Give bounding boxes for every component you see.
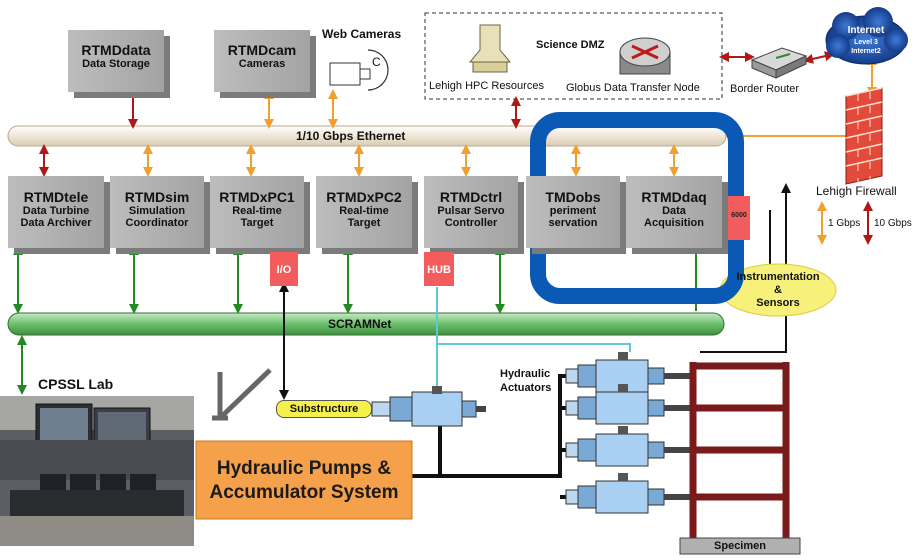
substructure-frame [212,368,272,421]
internet-internet2-label: Internet2 [851,48,881,55]
hpc-icon [468,24,512,73]
firewall-icon [845,87,883,185]
web-cameras-label: Web Cameras [322,27,402,41]
node-rtmdtele: RTMDtele Data Turbine Data Archiver [8,176,104,248]
node-rtmdxpc2: RTMDxPC2 Real-time Target [316,176,412,248]
lab-photo [0,396,194,546]
sensors-label: Sensors [756,297,800,309]
node-title: TMDobs [545,189,601,205]
hub-tag: HUB [424,252,454,286]
node-line1: Real-time [232,205,282,217]
node-title: RTMDsim [124,189,190,205]
legend-1gbps-label: 1 Gbps [828,218,861,229]
node-line1: Data [662,205,686,217]
actuators-label: Hydraulic [500,368,551,380]
node-title: RTMDxPC2 [326,189,402,205]
daq-tag: 6000 [728,196,750,240]
pumps-box [195,440,413,520]
node-title: RTMDdaq [641,189,707,205]
hpc-label: Lehigh HPC Resources [429,80,544,92]
sensor-line [700,183,791,353]
node-line1: Simulation [128,205,186,217]
rtmddata-box: RTMDdata Data Storage [68,30,164,92]
node-title: RTMDxPC1 [219,189,295,205]
node-line1: Pulsar Servo [437,205,505,217]
node-line2: Target [347,217,381,229]
node-line1: Real-time [339,205,389,217]
web-camera-icon: C [329,49,389,91]
arrow-router-internet [803,51,835,64]
specimen-label: Specimen [714,540,766,552]
globus-label: Globus Data Transfer Node [566,82,700,94]
specimen-actuators [565,352,692,514]
rtmddata-title: RTMDdata [81,42,151,58]
rtmdcam-sub: Cameras [238,58,286,70]
pumps-label-2: Accumulator System [209,482,399,503]
node-rtmdobs: TMDobs periment servation [526,176,620,248]
specimen-frame [689,362,790,540]
lab-label: CPSSL Lab [38,376,114,392]
node-rtmdxpc1: RTMDxPC1 Real-time Target [210,176,304,248]
node-title: RTMDtele [23,189,89,205]
substructure-label: Substructure [276,400,372,418]
pumps-label: Hydraulic Pumps & [216,458,392,479]
rtmddata-sub: Data Storage [82,58,150,70]
internet-level3-label: Level 3 [854,39,878,46]
legend-10gbps-label: 10 Gbps [874,218,912,229]
rtmdcam-box: RTMDcam Cameras [214,30,310,92]
node-line1: Data Turbine [22,205,90,217]
globus-router-icon [619,37,671,75]
io-tag: I/O [270,252,298,286]
node-line2: Data Archiver [20,217,92,229]
scramnet-bus [7,312,725,336]
node-rtmddaq: RTMDdaq Data Acquisition [626,176,722,248]
actuators-label-2: Actuators [500,382,552,394]
node-line2: Target [240,217,274,229]
rtmdcam-title: RTMDcam [227,42,297,58]
scramnet-label: SCRAMNet [328,317,392,331]
internet-cloud-icon [825,7,908,65]
node-line2: Acquisition [644,217,704,229]
node-title: RTMDctrl [439,189,503,205]
border-router-label: Border Router [730,83,800,95]
firewall-label: Lehigh Firewall [816,184,897,198]
node-line1: periment [549,205,597,217]
ethernet-label: 1/10 Gbps Ethernet [296,129,406,143]
instrumentation-label: Instrumentation [736,271,820,283]
specimen-base [679,537,801,555]
science-dmz-label: Science DMZ [536,39,605,51]
arrow-ethernet-firewall [725,105,861,141]
border-router-icon [750,47,808,79]
node-rtmdsim: RTMDsim Simulation Coordinator [110,176,204,248]
node-line2: Controller [444,217,498,229]
internet-label: Internet [847,25,885,36]
node-line2: Coordinator [125,217,189,229]
node-rtmdctrl: RTMDctrl Pulsar Servo Controller [424,176,518,248]
hub-line-upper [436,287,631,352]
instrumentation-amp: & [774,284,782,296]
substructure-actuator [371,386,486,427]
svg-text:C: C [372,55,381,69]
node-line2: servation [548,217,598,229]
